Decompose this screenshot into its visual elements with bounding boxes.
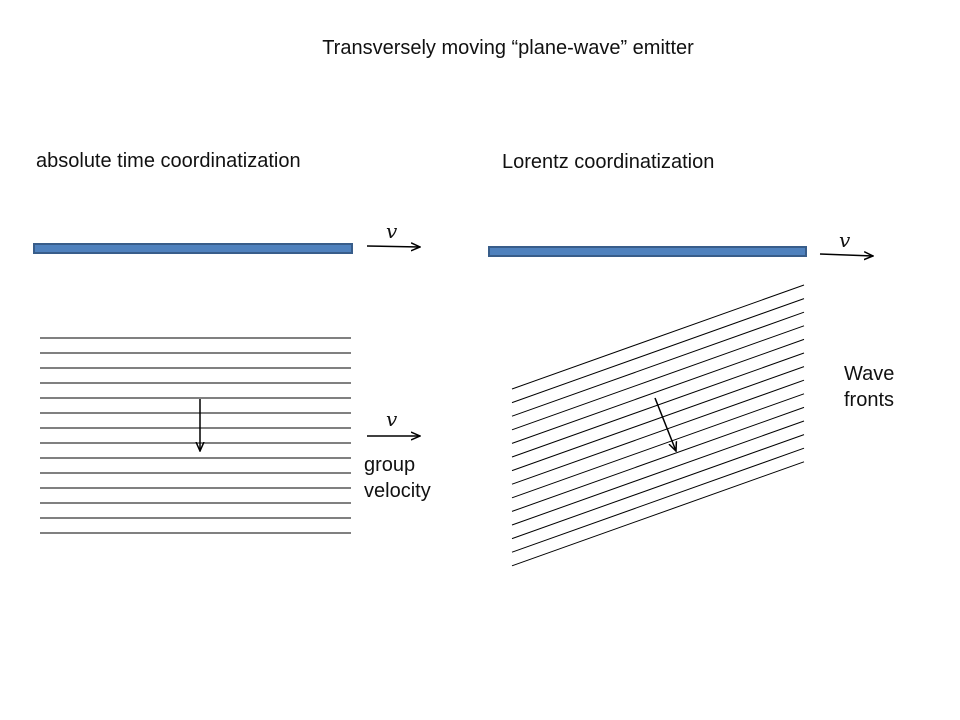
right-propagation-arrow	[654, 397, 676, 451]
wave-front-line	[511, 338, 805, 444]
wave-front-line	[511, 434, 805, 540]
diagram-title: Transversely moving “plane-wave” emitter	[322, 37, 694, 59]
group-velocity-label: group velocity	[364, 452, 431, 504]
wave-front-line	[511, 393, 805, 499]
wave-front-line	[511, 379, 805, 485]
left-emitter-bar	[33, 243, 353, 254]
wave-front-line	[511, 284, 805, 390]
left-emitter-velocity-arrow	[366, 246, 420, 247]
wave-front-line	[511, 461, 805, 567]
right-emitter-velocity-arrow	[819, 254, 873, 256]
group-label-line2: velocity	[364, 480, 431, 502]
right-emitter-velocity-symbol: v	[839, 228, 851, 252]
wave-label-line1: Wave	[844, 363, 895, 385]
left-wave-fronts	[40, 337, 351, 534]
left-panel-heading: absolute time coordinatization	[36, 150, 301, 172]
wave-front-line	[511, 447, 805, 553]
group-label-line1: group	[364, 454, 416, 476]
right-wave-fronts	[511, 284, 805, 567]
right-emitter-bar	[488, 246, 807, 257]
wave-front-line	[511, 298, 805, 404]
wave-label-line2: fronts	[844, 389, 895, 411]
wave-front-line	[511, 325, 805, 431]
group-velocity-symbol: v	[386, 407, 398, 431]
wave-fronts-label: Wave fronts	[844, 361, 894, 413]
wave-front-line	[511, 366, 805, 472]
left-emitter-velocity-symbol: v	[386, 219, 398, 243]
wave-front-line	[511, 420, 805, 526]
wave-front-line	[511, 311, 805, 417]
wave-front-line	[511, 406, 805, 512]
right-panel-heading: Lorentz coordinatization	[502, 151, 715, 173]
